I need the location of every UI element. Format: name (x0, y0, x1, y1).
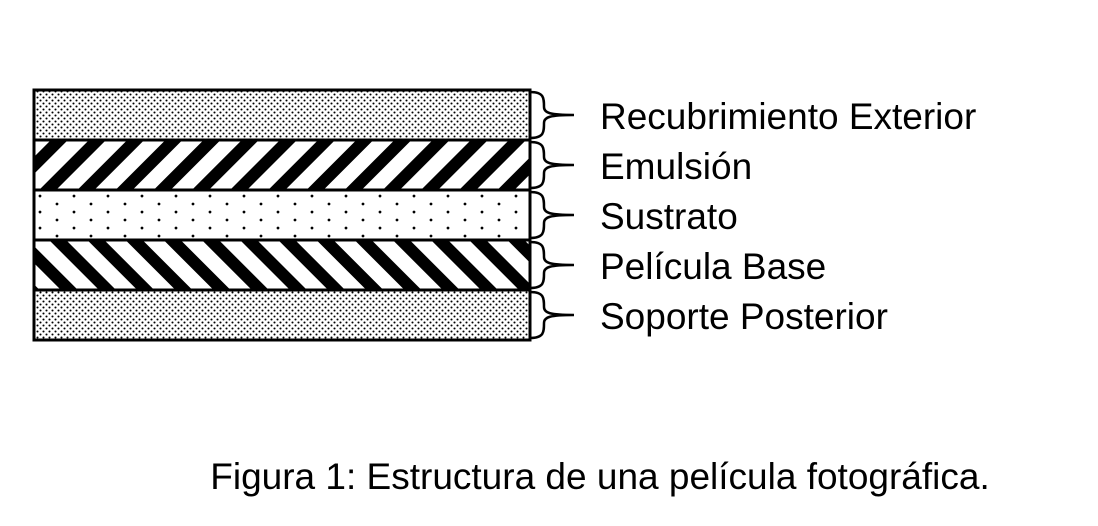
layer-3-label: Sustrato (600, 196, 738, 237)
layer-5-label: Soporte Posterior (600, 296, 888, 337)
layer-3-brace (529, 190, 575, 240)
layer-2-band (32, 138, 532, 192)
layer-4-band (32, 238, 532, 292)
layer-3-band (32, 188, 532, 242)
layer-5-brace (529, 290, 575, 340)
layer-4-brace (529, 240, 575, 290)
layer-1-label: Recubrimiento Exterior (600, 96, 977, 137)
layer-5-band (32, 288, 532, 342)
layer-1-band (32, 88, 532, 142)
figure-caption: Figura 1: Estructura de una película fot… (210, 456, 990, 497)
layer-1-brace (529, 90, 575, 140)
layer-2-label: Emulsión (600, 146, 753, 187)
layer-4-label: Película Base (600, 246, 827, 287)
layer-2-brace (529, 140, 575, 190)
